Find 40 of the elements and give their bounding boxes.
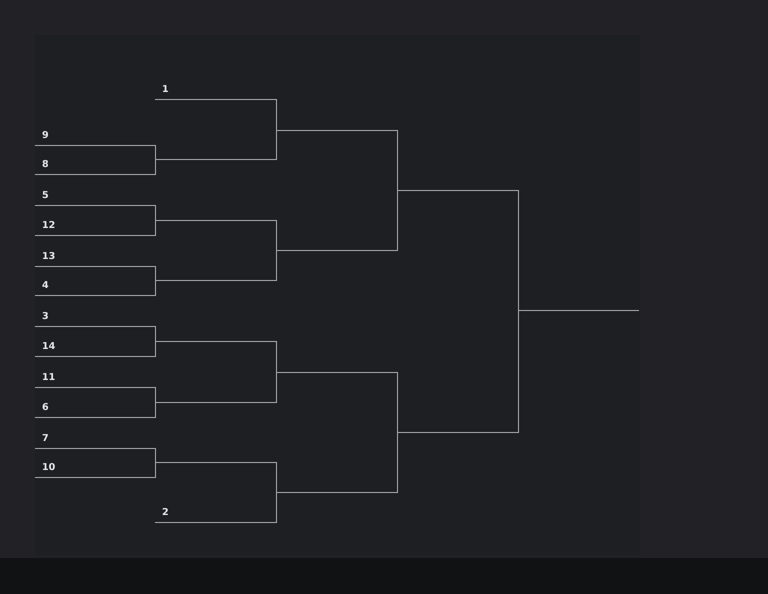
bracket-connector [397, 190, 398, 251]
seed-number: 7 [42, 433, 49, 444]
bracket-connector [155, 387, 156, 403]
bracket-connector [155, 462, 156, 478]
bracket-connector [155, 326, 156, 342]
bracket-connector [276, 220, 277, 251]
bracket-connector [155, 402, 156, 418]
seed-number: 3 [42, 311, 49, 322]
bracket-connector [518, 190, 519, 311]
seed-number: 14 [42, 341, 56, 352]
seed-number: 13 [42, 251, 56, 262]
bracket-connector [276, 492, 277, 523]
seed-number: 1 [162, 84, 169, 95]
bracket-connector [155, 159, 156, 175]
bracket-connector [276, 130, 277, 160]
bracket-connector [397, 130, 398, 191]
bracket-connector [155, 266, 156, 281]
seed-number: 4 [42, 280, 49, 291]
seed-number: 8 [42, 159, 49, 170]
bracket-connector [397, 372, 398, 433]
seed-number: 12 [42, 220, 56, 231]
bracket-connector [518, 310, 519, 433]
seed-number: 5 [42, 190, 49, 201]
seed-number: 9 [42, 130, 49, 141]
bracket-connector [155, 448, 156, 463]
bracket-connector [276, 462, 277, 493]
seed-number: 11 [42, 372, 56, 383]
bracket-connector [155, 220, 156, 236]
bracket-connector [155, 280, 156, 296]
bracket-connector [276, 250, 277, 281]
bracket-connector [155, 205, 156, 221]
bracket-connector [276, 341, 277, 373]
bracket-connector [155, 341, 156, 357]
seed-number: 2 [162, 507, 169, 518]
bracket-connector [276, 372, 277, 403]
bracket-connector [397, 432, 398, 493]
seed-number: 10 [42, 462, 56, 473]
bracket-connector [155, 145, 156, 160]
seed-number: 6 [42, 402, 49, 413]
bracket-connector [276, 99, 277, 131]
